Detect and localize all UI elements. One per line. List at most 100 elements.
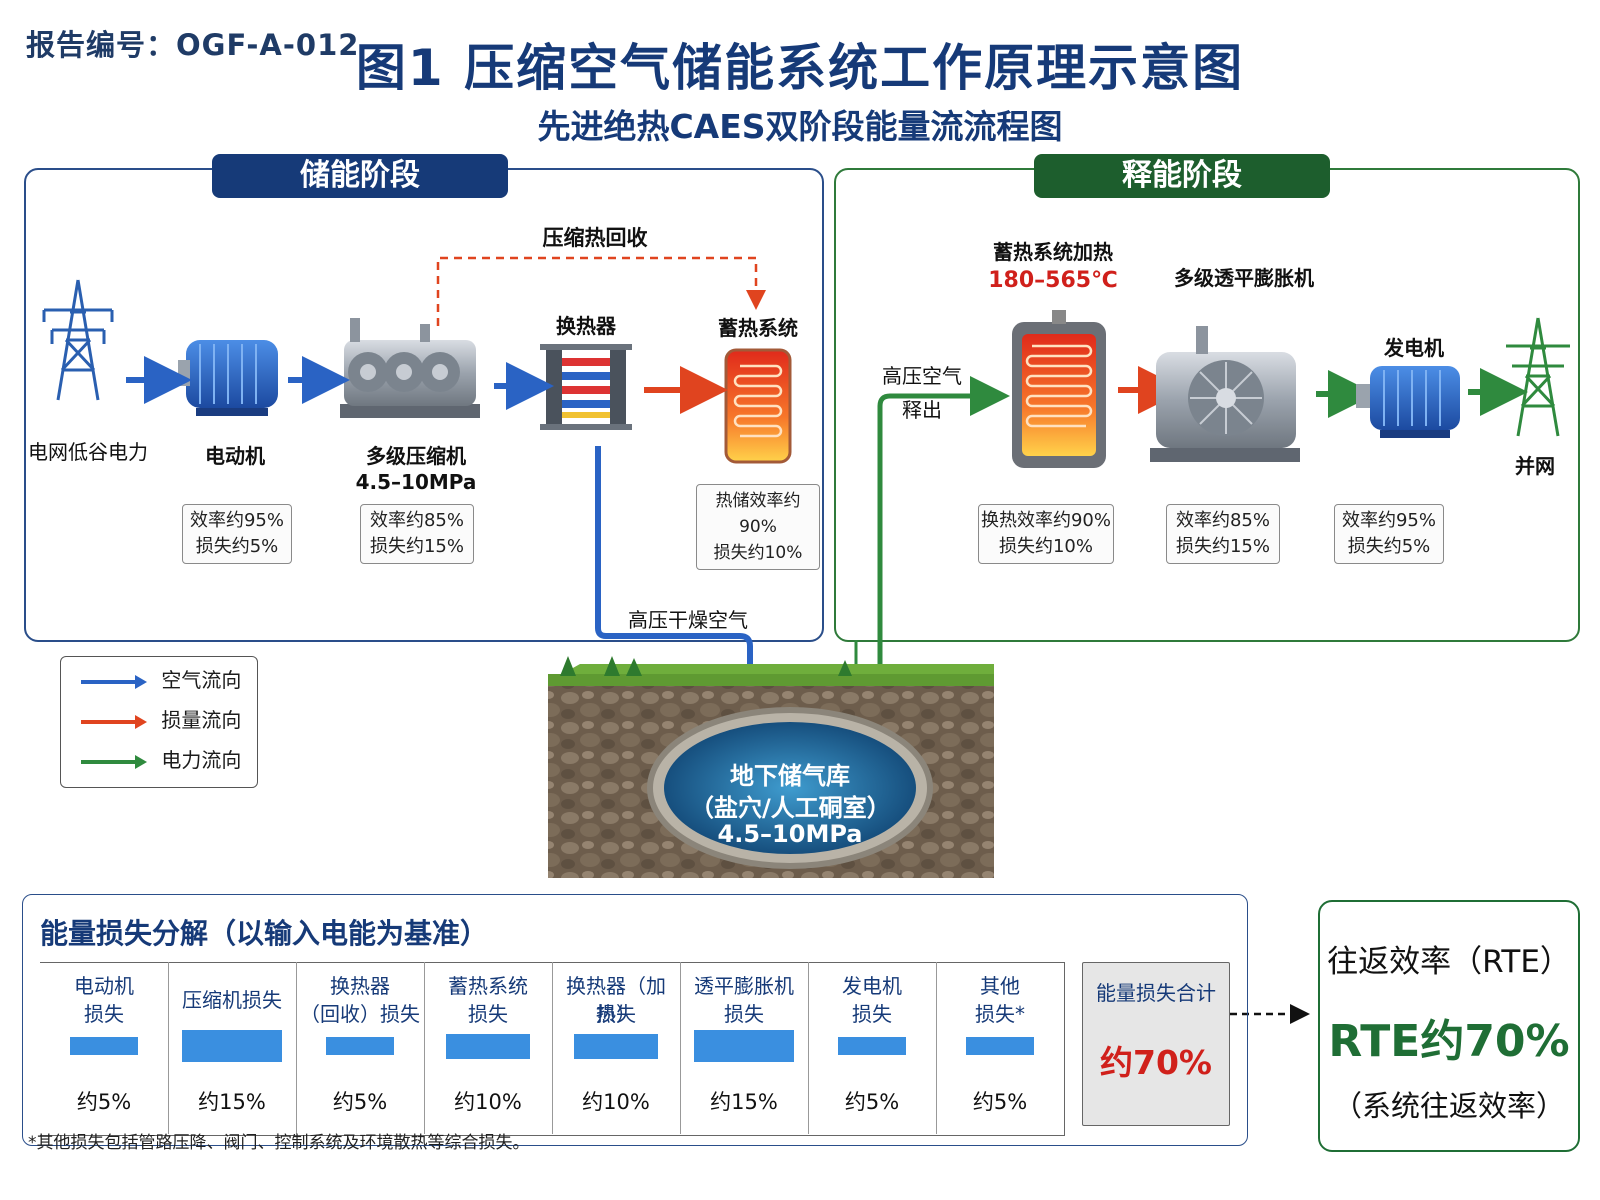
heat-recovery-label: 压缩热回收 xyxy=(542,226,648,250)
legend-air-arrow xyxy=(81,674,147,689)
loss-bar xyxy=(966,1037,1034,1055)
release-air-pipe xyxy=(877,376,1010,712)
hp-air-release-line2: 释出 xyxy=(902,398,942,422)
legend-power-label: 电力流向 xyxy=(161,748,242,772)
heating-efficiency-box: 换热效率约90% 损失约10% xyxy=(978,504,1114,564)
loss-total-box: 能量损失合计 约70% xyxy=(1082,962,1230,1126)
loss-col-heading: 压缩机损失 xyxy=(182,988,282,1012)
hp-air-release-line1: 高压空气 xyxy=(882,364,962,388)
loss-value: 约5% xyxy=(972,1090,1028,1114)
legend-heat-arrow xyxy=(81,714,147,729)
loss-col-heading: 蓄热系统 xyxy=(448,974,528,998)
figure-subtitle: 先进绝热CAES双阶段能量流流程图 xyxy=(537,107,1063,146)
expander-eff: 效率约85% xyxy=(1175,510,1270,531)
generator-eff: 效率约95% xyxy=(1341,510,1436,531)
motor-efficiency-box: 效率约95% 损失约5% xyxy=(182,504,292,564)
legend: 空气流向 损量流向 电力流向 xyxy=(60,656,258,788)
cavern-line2: （盐穴/人工硐室） xyxy=(690,794,891,822)
heating-label: 蓄热系统加热 xyxy=(993,240,1113,264)
loss-column-separator xyxy=(808,962,809,1134)
loss-col-subheading: 损失* xyxy=(975,1002,1025,1026)
loss-column-separator xyxy=(680,962,681,1134)
compressor-pressure: 4.5–10MPa xyxy=(355,470,477,494)
expander-icon xyxy=(1150,326,1300,462)
loss-column-separator xyxy=(936,962,937,1134)
loss-value: 约5% xyxy=(332,1090,388,1114)
thermal-storage-efficiency-box: 热储效率约90% 损失约10% xyxy=(696,484,820,570)
motor-loss: 损失约5% xyxy=(195,536,279,557)
motor-label: 电动机 xyxy=(205,444,265,468)
generator-efficiency-box: 效率约95% 损失约5% xyxy=(1334,504,1444,564)
loss-bar xyxy=(182,1029,282,1063)
loss-total-label: 能量损失合计 xyxy=(1096,981,1216,1005)
loss-col-subheading: （回收）损失 xyxy=(300,1002,420,1026)
loss-breakdown-panel xyxy=(22,894,1248,1146)
loss-bar xyxy=(446,1033,530,1059)
loss-value: 约15% xyxy=(198,1090,266,1114)
heat-exchanger-icon xyxy=(540,344,632,430)
expander-label: 多级透平膨胀机 xyxy=(1174,266,1314,290)
loss-col-subheading: 损失 xyxy=(852,1002,892,1026)
loss-bar xyxy=(694,1029,794,1063)
expander-loss: 损失约15% xyxy=(1175,536,1270,557)
grid-low-valley-label: 电网低谷电力 xyxy=(28,440,148,464)
legend-air-label: 空气流向 xyxy=(161,668,242,692)
power-tower-icon-right xyxy=(1506,317,1570,437)
footnote: *其他损失包括管路压降、阀门、控制系统及环境散热等综合损失。 xyxy=(28,1133,530,1153)
loss-value: 约10% xyxy=(454,1090,522,1114)
loss-bar xyxy=(838,1037,906,1055)
motor-eff: 效率约95% xyxy=(189,510,284,531)
loss-col-heading: 发电机 xyxy=(842,974,902,998)
loss-col-subheading: 损失 xyxy=(724,1002,764,1026)
legend-air: 空气流向 xyxy=(79,665,241,695)
heat-recovery-path xyxy=(436,256,766,326)
cavern-line1: 地下储气库 xyxy=(730,762,850,790)
loss-bar xyxy=(574,1033,658,1059)
loss-col-subheading: 损失 xyxy=(468,1002,508,1026)
loss-value: 约15% xyxy=(710,1090,778,1114)
expander-efficiency-box: 效率约85% 损失约15% xyxy=(1166,504,1280,564)
compressor-efficiency-box: 效率约85% 损失约15% xyxy=(360,504,474,564)
underground-cavern xyxy=(548,656,994,878)
loss-bar xyxy=(326,1037,394,1055)
release-heater-icon xyxy=(1012,310,1106,468)
loss-value: 约5% xyxy=(76,1090,132,1114)
heat-exchanger-label: 换热器 xyxy=(556,314,616,338)
heating-loss: 损失约10% xyxy=(998,536,1093,557)
generator-icon xyxy=(1356,366,1460,438)
cavern-line3: 4.5–10MPa xyxy=(717,820,863,848)
hp-dry-air-label: 高压干燥空气 xyxy=(628,608,748,632)
legend-heat-label: 损量流向 xyxy=(161,708,242,732)
thermal-storage-icon xyxy=(724,348,792,464)
hp-air-pipe xyxy=(595,446,774,754)
loss-col-subheading: 损失 xyxy=(596,1002,636,1026)
storage-stage-tag: 储能阶段 xyxy=(212,154,508,198)
loss-col-heading: 其他 xyxy=(980,974,1020,998)
loss-total-value: 约70% xyxy=(1100,1043,1212,1082)
compressor-loss: 损失约15% xyxy=(369,536,464,557)
loss-col-heading: 电动机 xyxy=(74,974,134,998)
generator-label: 发电机 xyxy=(1384,336,1444,360)
legend-power-arrow xyxy=(81,754,147,769)
thermal-storage-label: 蓄热系统 xyxy=(718,316,798,340)
generator-loss: 损失约5% xyxy=(1347,536,1431,557)
loss-value: 约5% xyxy=(844,1090,900,1114)
loss-column-separator xyxy=(552,962,553,1134)
loss-column-separator xyxy=(296,962,297,1134)
loss-bar xyxy=(70,1037,138,1055)
rte-title: 往返效率（RTE） xyxy=(1327,944,1571,980)
loss-breakdown-title: 能量损失分解（以输入电能为基准） xyxy=(40,917,489,950)
heating-temp: 180–565℃ xyxy=(988,268,1118,293)
compressor-icon xyxy=(340,318,480,418)
rte-box: 往返效率（RTE） RTE约70% （系统往返效率） xyxy=(1318,900,1580,1152)
legend-heat: 损量流向 xyxy=(79,705,241,735)
power-tower-icon xyxy=(42,279,114,401)
thermal-storage-loss: 损失约10% xyxy=(713,543,803,563)
report-id: 报告编号：OGF-A-012 xyxy=(26,28,360,62)
compressor-eff: 效率约85% xyxy=(369,510,464,531)
loss-col-heading: 换热器（加热） xyxy=(566,974,666,1026)
legend-power: 电力流向 xyxy=(79,745,241,775)
rte-note: （系统往返效率） xyxy=(1332,1089,1565,1123)
loss-col-heading: 换热器 xyxy=(330,974,390,998)
